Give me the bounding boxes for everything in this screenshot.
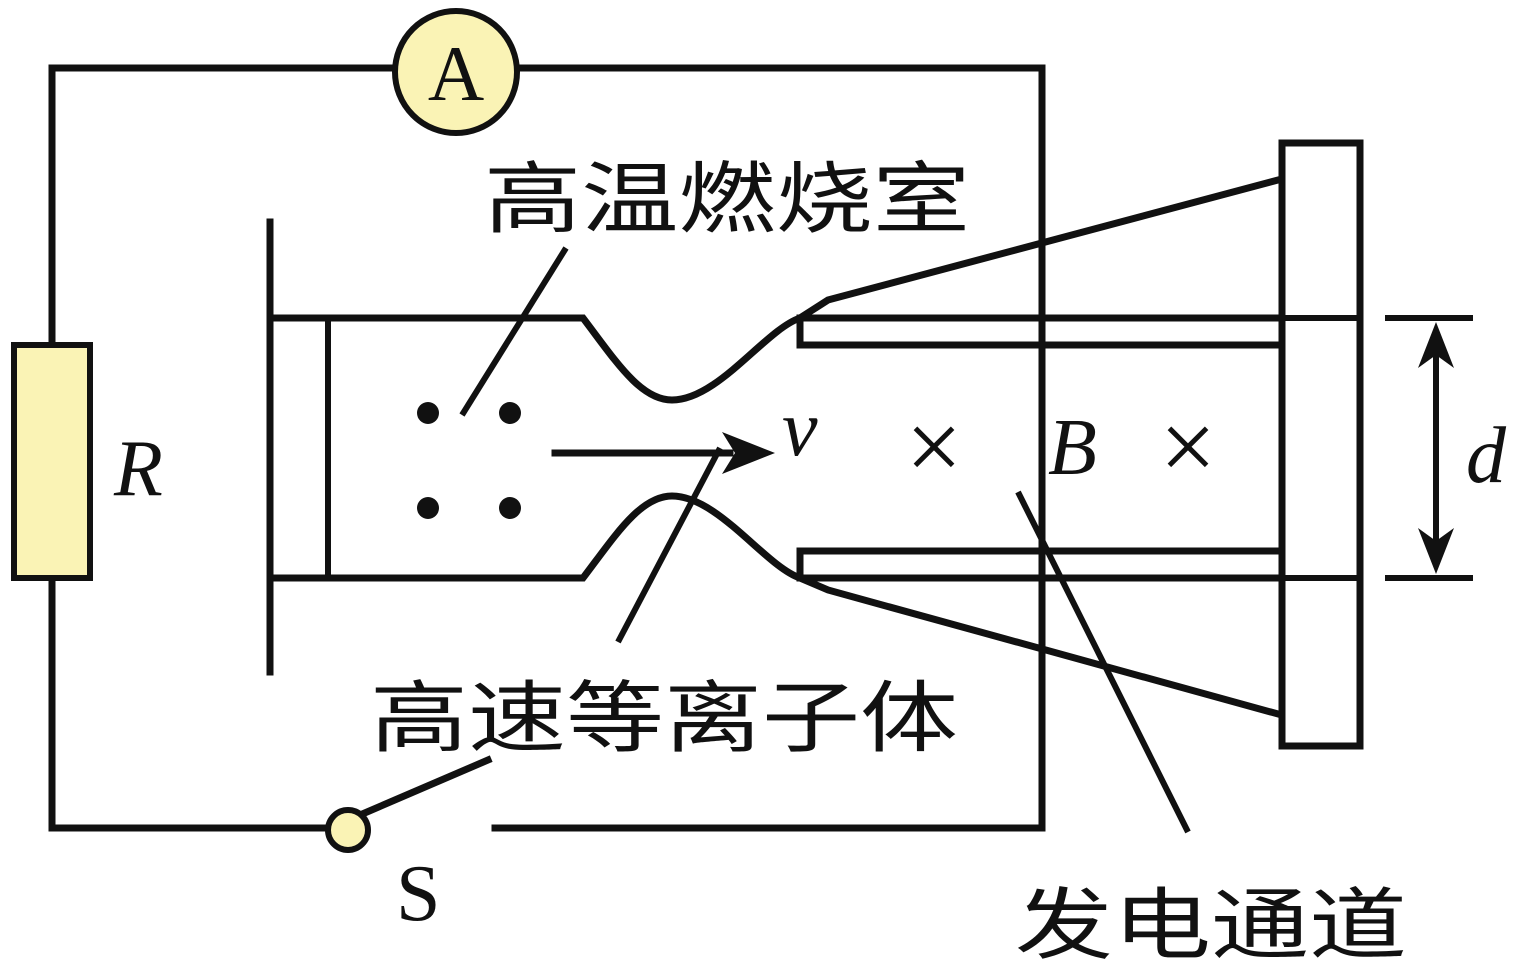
leader-plasma <box>615 446 723 644</box>
velocity-arrow <box>551 432 775 474</box>
resistor-label: R <box>113 425 163 513</box>
nozzle-upper-wall <box>270 175 1283 404</box>
field-cross-2: × <box>1160 391 1216 502</box>
velocity-label: v <box>782 385 818 473</box>
channel-label: 发电通道 <box>1015 881 1407 971</box>
switch-pivot <box>325 807 371 853</box>
leader-lines <box>459 246 1191 834</box>
electrode-lower <box>796 547 1282 582</box>
electrode-upper <box>796 314 1282 349</box>
dimension-arrow-up <box>1418 322 1454 368</box>
magnet-block <box>1278 139 1364 750</box>
nozzle-lower-wall <box>270 492 1283 719</box>
circuit <box>11 8 1046 853</box>
labels: A R S 高温燃烧室 高速等离子体 发电通道 v × B × d <box>113 30 1507 971</box>
field-label: B <box>1048 404 1097 492</box>
resistor <box>11 342 93 581</box>
plasma-label: 高速等离子体 <box>370 674 958 764</box>
plasma-particle <box>417 402 439 424</box>
distance-label: d <box>1466 412 1507 500</box>
dimension-arrow-down <box>1418 528 1454 574</box>
field-cross-1: × <box>906 391 962 502</box>
circuit-wire-top-left <box>48 64 399 349</box>
switch-blade <box>355 755 493 820</box>
circuit-wire-bottom-left <box>48 574 334 832</box>
generator <box>266 139 1364 750</box>
ammeter <box>392 8 520 136</box>
distance-dimension <box>1385 315 1473 581</box>
circuit-wire-top-right <box>491 64 1046 832</box>
velocity-arrow-head <box>722 432 775 474</box>
switch-label: S <box>396 850 441 938</box>
plasma-particles <box>417 402 521 519</box>
plasma-particle <box>499 402 521 424</box>
ammeter-label: A <box>428 30 484 117</box>
leader-channel <box>1015 490 1191 834</box>
leader-combustion-chamber <box>459 246 569 417</box>
plasma-particle <box>499 497 521 519</box>
combustion-chamber-label: 高温燃烧室 <box>484 155 970 245</box>
plasma-particle <box>417 497 439 519</box>
